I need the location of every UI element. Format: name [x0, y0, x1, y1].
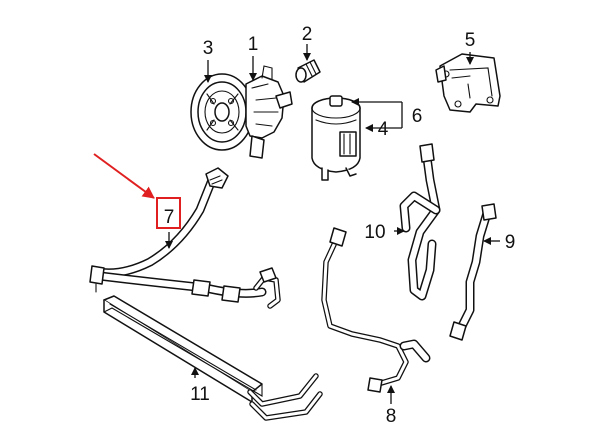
callout-9: 9	[505, 232, 516, 253]
highlight-annotation	[93, 153, 181, 229]
fluid-reservoir	[311, 95, 361, 181]
reservoir-cap	[295, 59, 321, 83]
pressure-hose-assembly	[89, 167, 281, 309]
callout-11: 11	[190, 384, 210, 405]
power-steering-cooler	[103, 295, 323, 421]
power-steering-pump	[190, 65, 293, 159]
callout-5: 5	[465, 30, 476, 51]
callout-3: 3	[203, 38, 214, 59]
callout-4: 4	[378, 119, 389, 140]
highlight-box	[156, 197, 181, 229]
callout-10: 10	[364, 222, 385, 243]
callout-8: 8	[386, 406, 397, 427]
reservoir-bracket	[435, 53, 501, 113]
callout-1: 1	[248, 34, 259, 55]
return-hose	[399, 143, 441, 301]
return-tube-hose	[321, 227, 431, 393]
reservoir-hose	[449, 203, 497, 341]
highlight-arrow	[93, 153, 155, 199]
leader-lines	[165, 44, 500, 404]
callout-2: 2	[302, 24, 313, 45]
callout-6: 6	[412, 106, 423, 127]
callout-7: 7	[164, 207, 175, 228]
